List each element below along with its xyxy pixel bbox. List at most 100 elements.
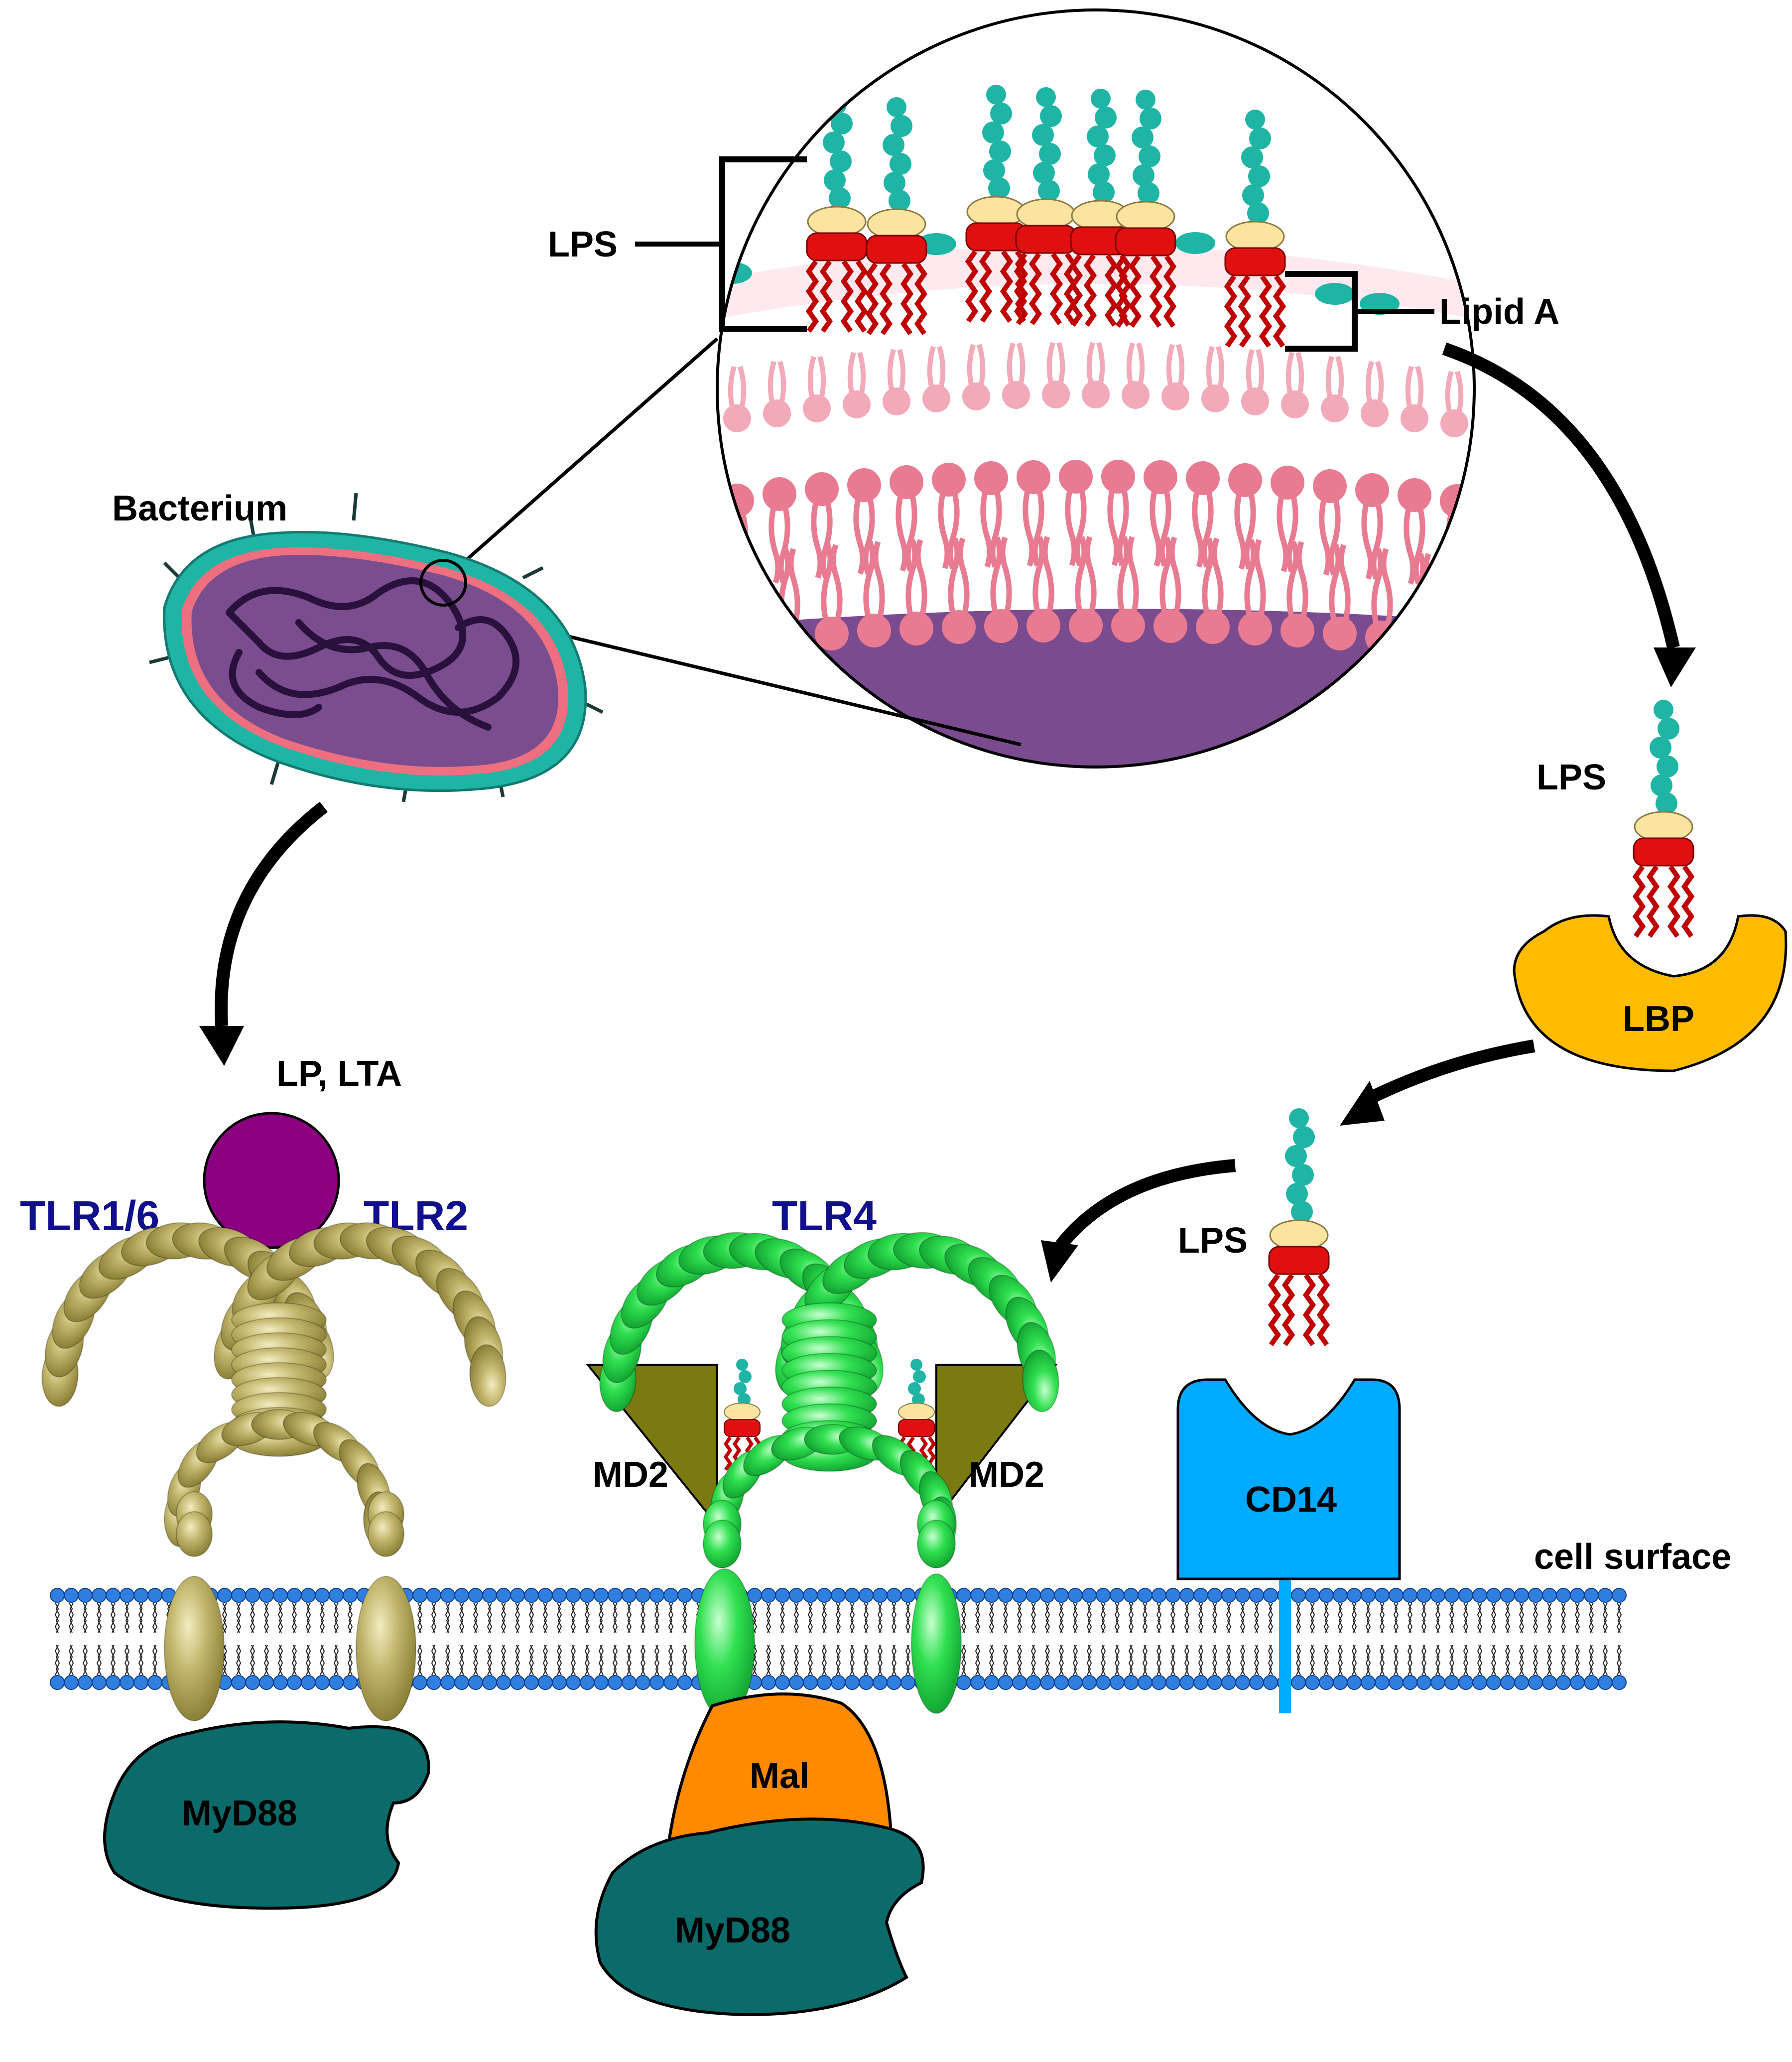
membrane-tail xyxy=(97,1602,102,1633)
membrane-tail xyxy=(1227,1602,1232,1633)
membrane-tail xyxy=(892,1602,897,1633)
membrane-tail xyxy=(655,1602,660,1633)
membrane-tail xyxy=(640,1645,645,1675)
membrane-head xyxy=(329,1675,344,1690)
membrane-head xyxy=(1193,1588,1208,1603)
membrane-head xyxy=(133,1588,148,1603)
tlr4-transmembrane-right xyxy=(911,1573,962,1714)
membrane-tail xyxy=(1310,1645,1315,1675)
membrane-tail xyxy=(1030,1645,1035,1675)
md2-right-label: MD2 xyxy=(969,1455,1044,1495)
membrane-head xyxy=(1598,1588,1613,1603)
membrane-tail xyxy=(836,1645,841,1675)
membrane-tail xyxy=(793,1602,798,1633)
membrane-head xyxy=(956,1675,971,1690)
membrane-head xyxy=(120,1675,134,1690)
membrane-tail xyxy=(542,1602,547,1633)
membrane-tail xyxy=(1520,1645,1525,1675)
membrane-tail xyxy=(83,1602,88,1633)
membrane-tail xyxy=(571,1602,576,1633)
membrane-tail xyxy=(515,1602,520,1633)
membrane-tail xyxy=(613,1602,618,1633)
membrane-tail xyxy=(250,1645,255,1675)
membrane-tail xyxy=(1338,1602,1343,1633)
membrane-head xyxy=(984,1675,999,1690)
membrane-tail xyxy=(1407,1645,1412,1675)
membrane-head xyxy=(831,1588,846,1603)
membrane-tail xyxy=(1199,1602,1204,1633)
mal-adaptor xyxy=(665,1692,894,1855)
membrane-tail xyxy=(1588,1602,1593,1633)
membrane-tail xyxy=(654,1602,659,1633)
membrane-tail xyxy=(1241,1602,1246,1633)
membrane-head xyxy=(1096,1588,1111,1603)
membrane-head xyxy=(1542,1588,1557,1603)
membrane-tail xyxy=(1241,1645,1246,1675)
membrane-head xyxy=(1458,1588,1473,1603)
membrane-head xyxy=(1500,1588,1515,1603)
membrane-head xyxy=(1389,1588,1404,1603)
membrane-head xyxy=(649,1675,664,1690)
membrane-tail xyxy=(1546,1602,1551,1633)
membrane-tail xyxy=(1198,1645,1203,1675)
membrane-tail xyxy=(418,1645,423,1675)
membrane-tail xyxy=(54,1602,59,1633)
membrane-tail xyxy=(264,1602,269,1633)
membrane-tail xyxy=(1213,1645,1218,1675)
membrane-tail xyxy=(835,1645,840,1675)
membrane-tail xyxy=(347,1602,352,1633)
membrane-tail xyxy=(306,1645,311,1675)
membrane-tail xyxy=(1505,1602,1510,1633)
membrane-tail xyxy=(277,1645,282,1675)
membrane-tail xyxy=(767,1602,771,1633)
membrane-tail xyxy=(543,1645,548,1675)
membrane-tail xyxy=(585,1602,590,1633)
membrane-tail xyxy=(292,1645,297,1675)
membrane-head xyxy=(636,1675,650,1690)
membrane-tail xyxy=(877,1602,882,1633)
membrane-head xyxy=(775,1588,790,1603)
membrane-tail xyxy=(1337,1645,1342,1675)
membrane-head xyxy=(1347,1675,1362,1690)
membrane-head xyxy=(1235,1675,1250,1690)
membrane-tail xyxy=(1017,1645,1022,1675)
membrane-tail xyxy=(277,1602,282,1633)
membrane-head xyxy=(1124,1675,1139,1690)
membrane-tail xyxy=(1073,1602,1078,1633)
membrane-tail xyxy=(863,1602,868,1633)
membrane-head xyxy=(301,1588,316,1603)
membrane-head xyxy=(580,1675,595,1690)
membrane-tail xyxy=(152,1645,157,1675)
membrane-tail xyxy=(599,1645,604,1675)
membrane-tail xyxy=(1255,1602,1260,1633)
membrane-tail xyxy=(111,1602,116,1633)
membrane-head xyxy=(970,1588,985,1603)
membrane-head xyxy=(859,1588,874,1603)
membrane-tail xyxy=(152,1602,157,1633)
membrane-tail xyxy=(585,1645,590,1675)
tlr1-transmembrane xyxy=(164,1576,225,1721)
membrane-tail xyxy=(1296,1602,1301,1633)
membrane-tail xyxy=(1602,1602,1607,1633)
membrane-tail xyxy=(153,1645,158,1675)
membrane-head xyxy=(1403,1675,1417,1690)
membrane-tail xyxy=(1533,1645,1537,1675)
membrane-head xyxy=(663,1675,678,1690)
membrane-tail xyxy=(766,1645,770,1675)
membrane-tail xyxy=(1436,1602,1441,1633)
membrane-tail xyxy=(139,1645,144,1675)
membrane-tail xyxy=(222,1602,227,1633)
membrane-head xyxy=(329,1588,344,1603)
membrane-tail xyxy=(1422,1602,1427,1633)
membrane-tail xyxy=(1170,1602,1175,1633)
membrane-tail xyxy=(514,1602,519,1633)
membrane-tail xyxy=(556,1645,561,1675)
membrane-tail xyxy=(570,1602,575,1633)
myd88-right-label: MyD88 xyxy=(675,1911,790,1950)
membrane-tail xyxy=(570,1645,575,1675)
membrane-head xyxy=(1165,1675,1180,1690)
membrane-head xyxy=(217,1588,232,1603)
membrane-tail xyxy=(473,1645,478,1675)
md2-right xyxy=(935,1364,1058,1522)
membrane-head xyxy=(426,1588,441,1603)
